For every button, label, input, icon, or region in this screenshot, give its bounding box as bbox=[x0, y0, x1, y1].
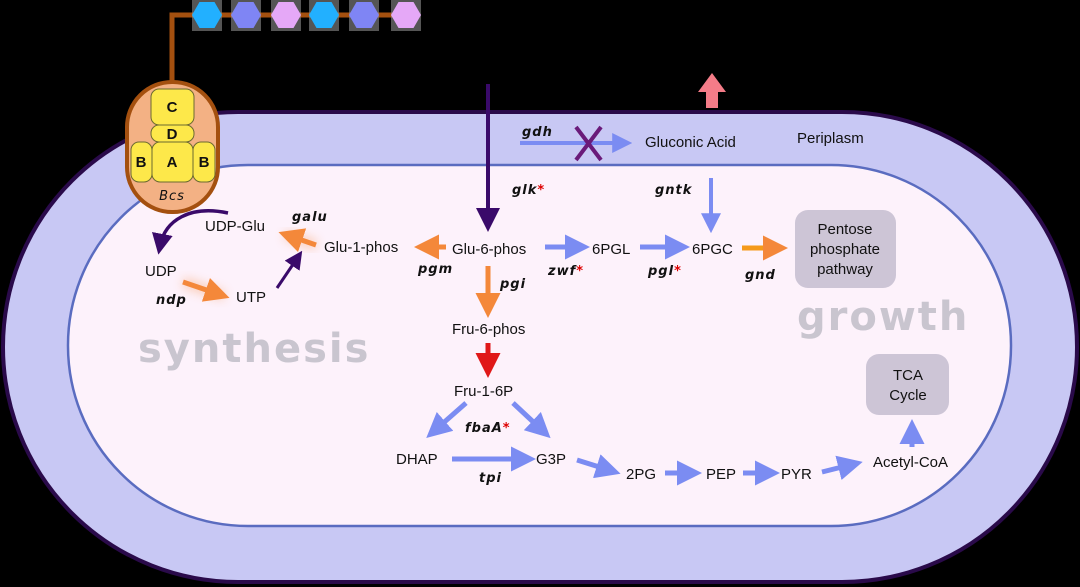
svg-text:pathway: pathway bbox=[817, 261, 873, 278]
svg-text:Cycle: Cycle bbox=[889, 387, 927, 404]
metabolite-gluconic-acid: Gluconic Acid bbox=[645, 134, 736, 151]
gene-tpi: tpi bbox=[479, 471, 502, 486]
svg-text:TCA: TCA bbox=[893, 367, 923, 384]
metabolite-pep: PEP bbox=[706, 466, 736, 483]
udp-glu-to-udp-arrow bbox=[152, 209, 229, 255]
metabolite-6pgl: 6PGL bbox=[592, 241, 630, 258]
periplasm-label: Periplasm bbox=[797, 130, 864, 147]
gene-fbaa: fbaA* bbox=[465, 421, 511, 436]
tca-cycle-box: TCA Cycle bbox=[866, 354, 949, 415]
svg-text:Pentose: Pentose bbox=[817, 221, 872, 238]
glucose-unit-hexagon bbox=[309, 2, 339, 28]
metabolite-udp: UDP bbox=[145, 263, 177, 280]
glucose-unit-hexagon bbox=[271, 2, 301, 28]
metabolite-6pgc: 6PGC bbox=[692, 241, 733, 258]
gene-pgl: pgl* bbox=[647, 264, 682, 279]
export-arrow bbox=[698, 73, 726, 108]
metabolite-dhap: DHAP bbox=[396, 451, 438, 468]
gene-ndp: ndp bbox=[156, 293, 187, 308]
gene-gdh: gdh bbox=[522, 125, 553, 140]
galu-arrow bbox=[278, 228, 318, 253]
fbaa-to-g3p-arrow bbox=[511, 401, 551, 439]
metabolite-2pg: 2PG bbox=[626, 466, 656, 483]
metabolite-g3p: G3P bbox=[536, 451, 566, 468]
blocked-x-icon bbox=[574, 125, 603, 162]
gene-zwf: zwf* bbox=[547, 264, 584, 279]
metabolite-utp: UTP bbox=[236, 289, 266, 306]
subunit-a-label: A bbox=[167, 154, 178, 171]
ndp-arrow bbox=[181, 277, 230, 302]
subunit-c-label: C bbox=[167, 99, 178, 116]
glucose-unit-hexagon bbox=[192, 2, 222, 28]
metabolite-udp-glu: UDP-Glu bbox=[205, 218, 265, 235]
synthesis-watermark: synthesis bbox=[138, 326, 370, 372]
fbaa-to-dhap-arrow bbox=[426, 401, 468, 438]
metabolite-fru-6-phos: Fru-6-phos bbox=[452, 321, 525, 338]
gene-pgi: pgi bbox=[499, 277, 526, 292]
subunit-d-label: D bbox=[167, 126, 178, 143]
metabolite-pyr: PYR bbox=[781, 466, 812, 483]
subunit-b-right-label: B bbox=[199, 154, 210, 171]
glucose-unit-hexagon bbox=[391, 2, 421, 28]
cellulose-chain bbox=[169, 0, 421, 110]
metabolite-glu-6-phos: Glu-6-phos bbox=[452, 241, 526, 258]
glucose-unit-hexagon bbox=[231, 2, 261, 28]
g3p-to-2pg-arrow bbox=[576, 454, 621, 479]
gene-gnd: gnd bbox=[745, 268, 776, 283]
subunit-b-left-label: B bbox=[136, 154, 147, 171]
gene-glk: glk* bbox=[512, 183, 545, 198]
bcs-complex: C D B A B Bcs bbox=[125, 80, 220, 214]
utp-to-glu1p-arrow bbox=[275, 250, 303, 289]
subunit-b-right bbox=[192, 141, 216, 183]
bcs-label: Bcs bbox=[159, 189, 185, 204]
growth-watermark: growth bbox=[797, 294, 969, 340]
pentose-phosphate-pathway-box: Pentose phosphate pathway bbox=[795, 210, 896, 288]
glucose-unit-hexagon bbox=[349, 2, 379, 28]
metabolite-acetyl-coa: Acetyl-CoA bbox=[873, 454, 948, 471]
gene-pgm: pgm bbox=[417, 262, 453, 277]
metabolite-fru-1-6p: Fru-1-6P bbox=[454, 383, 513, 400]
gene-gntk: gntk bbox=[655, 183, 693, 198]
metabolite-glu-1-phos: Glu-1-phos bbox=[324, 239, 398, 256]
svg-text:phosphate: phosphate bbox=[810, 241, 880, 258]
gene-galu: galu bbox=[292, 210, 328, 225]
pyr-to-acetyl-coa-arrow bbox=[821, 455, 863, 481]
